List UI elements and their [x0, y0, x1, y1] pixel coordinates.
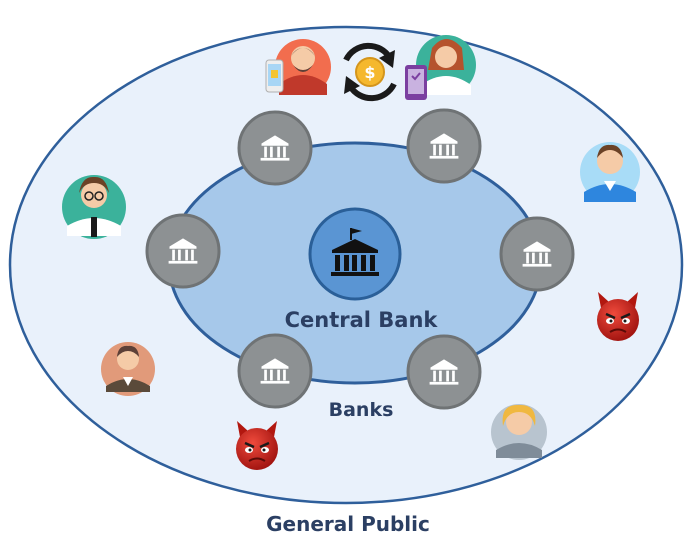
central-bank-node — [308, 207, 402, 301]
central-bank-icon — [331, 228, 379, 276]
devil-face-icon — [597, 292, 639, 341]
bank-node-bottom-right — [406, 334, 482, 410]
person-avatar-blonde — [491, 404, 547, 460]
devil-face-icon — [236, 421, 278, 470]
banks-label: Banks — [329, 399, 394, 421]
bank-node-top-left — [237, 110, 313, 186]
bank-node-bottom-left — [237, 333, 313, 409]
general-public-label: General Public — [266, 512, 430, 536]
person-avatar-tablet — [405, 35, 476, 100]
bank-node-top-right — [406, 108, 482, 184]
person-avatar-headset — [265, 39, 331, 95]
svg-text:$: $ — [364, 63, 375, 82]
bank-node-right — [499, 216, 575, 292]
person-avatar-glasses — [62, 175, 126, 239]
person-avatar-suit — [101, 342, 155, 396]
person-avatar-blue-shirt — [580, 142, 640, 202]
central-bank-label: Central Bank — [285, 308, 439, 332]
currency-exchange-icon: $ — [343, 42, 397, 102]
bank-node-left — [145, 213, 221, 289]
